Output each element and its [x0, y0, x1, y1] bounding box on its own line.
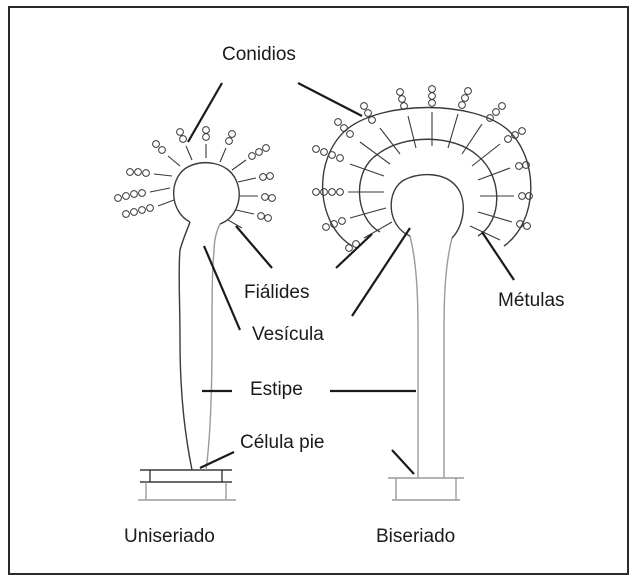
label-metulas: Métulas [498, 291, 565, 310]
biseriate-metulae [359, 139, 496, 236]
uniseriate-phialides [150, 144, 258, 228]
leader-lines [188, 83, 514, 474]
uniseriate-conidia [115, 127, 276, 222]
caption-uniseriado: Uniseriado [124, 527, 215, 546]
biseriate-vesicle [391, 175, 463, 238]
label-fialides: Fiálides [244, 283, 309, 302]
caption-biseriado: Biseriado [376, 527, 455, 546]
label-vesicula: Vesícula [252, 325, 324, 344]
uniseriate-vesicle [174, 163, 239, 224]
label-estipe: Estipe [250, 380, 303, 399]
uniseriate-stipe [179, 222, 192, 470]
biseriate-foot-cell [388, 478, 464, 500]
label-conidios: Conidios [222, 45, 296, 64]
biseriate-stipe [410, 236, 418, 478]
uniseriate-foot-cell [140, 470, 232, 482]
label-celula-pie: Célula pie [240, 433, 325, 452]
biseriate-conidia [313, 86, 533, 252]
